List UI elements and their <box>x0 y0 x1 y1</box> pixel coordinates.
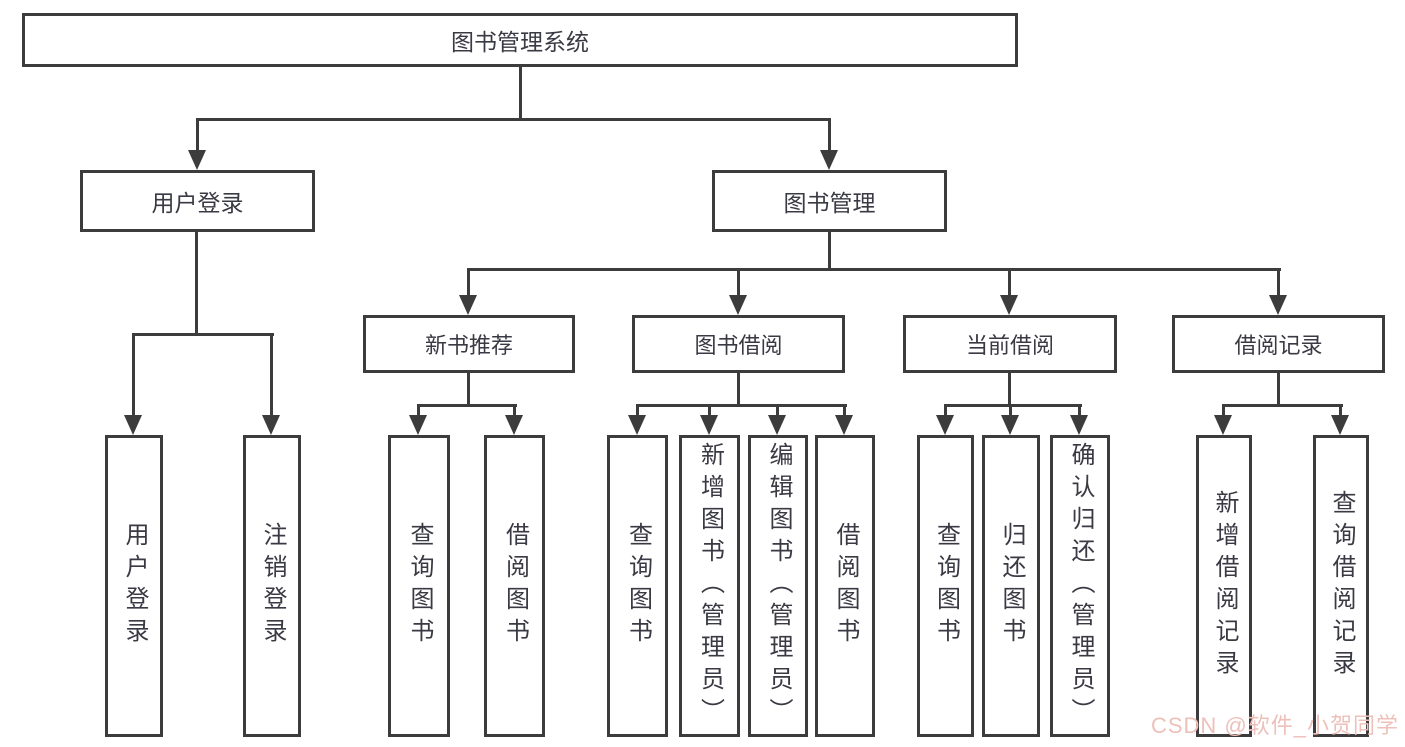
arrow-down-icon <box>188 120 207 170</box>
connector-line <box>1008 373 1011 406</box>
node-book-management: 图书管理 <box>712 170 947 232</box>
arrow-down-icon <box>1269 271 1288 315</box>
arrow-down-icon <box>459 271 478 315</box>
node-label: 用户登录 <box>151 190 244 216</box>
node-label: 图书管理系统 <box>451 29 589 55</box>
csdn-watermark: CSDN @软件_小贺同学 <box>1150 713 1399 738</box>
node-new-book-recommend: 新书推荐 <box>363 315 575 373</box>
node-label: 归还图书 <box>998 522 1025 650</box>
arrow-down-icon <box>409 407 428 435</box>
leaf-add-borrow-record: 新增借阅记录 <box>1196 435 1252 737</box>
connector-line <box>944 404 1082 407</box>
leaf-return-books: 归还图书 <box>982 435 1040 737</box>
node-current-borrow: 当前借阅 <box>903 315 1117 373</box>
node-label: 新增图书（管理员） <box>696 442 724 730</box>
arrow-down-icon <box>1331 407 1350 435</box>
connector-line <box>519 67 522 120</box>
arrow-down-icon <box>835 407 854 435</box>
arrow-down-icon <box>505 407 524 435</box>
leaf-confirm-return-admin: 确认归还（管理员） <box>1050 435 1110 737</box>
leaf-query-books-1: 查询图书 <box>388 435 450 737</box>
leaf-user-login: 用户登录 <box>105 435 163 737</box>
connector-line <box>467 373 470 406</box>
node-label: 借阅图书 <box>832 522 859 650</box>
node-label: 查询图书 <box>932 522 960 650</box>
arrow-down-icon <box>820 120 839 170</box>
leaf-add-books-admin: 新增图书（管理员） <box>679 435 740 737</box>
node-label: 借阅记录 <box>1234 333 1323 358</box>
arrow-down-icon <box>729 271 748 315</box>
connector-line <box>196 118 831 121</box>
leaf-edit-books-admin: 编辑图书（管理员） <box>748 435 808 737</box>
arrow-down-icon <box>1000 271 1019 315</box>
arrow-down-icon <box>1214 407 1233 435</box>
node-label: 查询图书 <box>624 522 652 650</box>
node-borrow-record: 借阅记录 <box>1172 315 1385 373</box>
arrow-down-icon <box>124 336 143 435</box>
connector-line <box>132 333 274 336</box>
arrow-down-icon <box>1070 407 1089 435</box>
node-book-borrow: 图书借阅 <box>632 315 845 373</box>
leaf-borrow-books-2: 借阅图书 <box>815 435 875 737</box>
connector-line <box>467 268 1281 271</box>
leaf-query-books-2: 查询图书 <box>607 435 668 737</box>
node-label: 查询图书 <box>406 522 433 650</box>
arrow-down-icon <box>262 336 281 435</box>
leaf-query-borrow-record: 查询借阅记录 <box>1313 435 1369 737</box>
arrow-down-icon <box>768 407 787 435</box>
node-system-root: 图书管理系统 <box>22 13 1018 67</box>
node-user-login: 用户登录 <box>80 170 315 232</box>
arrow-down-icon <box>628 407 647 435</box>
node-label: 图书借阅 <box>694 333 783 358</box>
node-label: 注销登录 <box>259 522 286 650</box>
connector-line <box>1277 373 1280 406</box>
node-label: 借阅图书 <box>501 522 529 650</box>
leaf-borrow-books-1: 借阅图书 <box>484 435 545 737</box>
arrow-down-icon <box>936 407 955 435</box>
connector-line <box>737 373 740 406</box>
node-label: 查询借阅记录 <box>1328 490 1355 682</box>
connector-line <box>636 404 847 407</box>
leaf-query-books-3: 查询图书 <box>917 435 974 737</box>
node-label: 当前借阅 <box>965 333 1054 358</box>
node-label: 新书推荐 <box>424 333 513 358</box>
node-label: 编辑图书（管理员） <box>765 442 792 730</box>
connector-line <box>195 232 198 336</box>
node-label: 用户登录 <box>121 522 148 650</box>
arrow-down-icon <box>1001 407 1020 435</box>
node-label: 图书管理 <box>783 190 876 216</box>
connector-line <box>1222 404 1343 407</box>
leaf-logout: 注销登录 <box>243 435 301 737</box>
node-label: 新增借阅记录 <box>1211 490 1238 682</box>
connector-line <box>828 232 831 271</box>
node-label: 确认归还（管理员） <box>1067 442 1094 730</box>
arrow-down-icon <box>700 407 719 435</box>
connector-line <box>417 404 517 407</box>
